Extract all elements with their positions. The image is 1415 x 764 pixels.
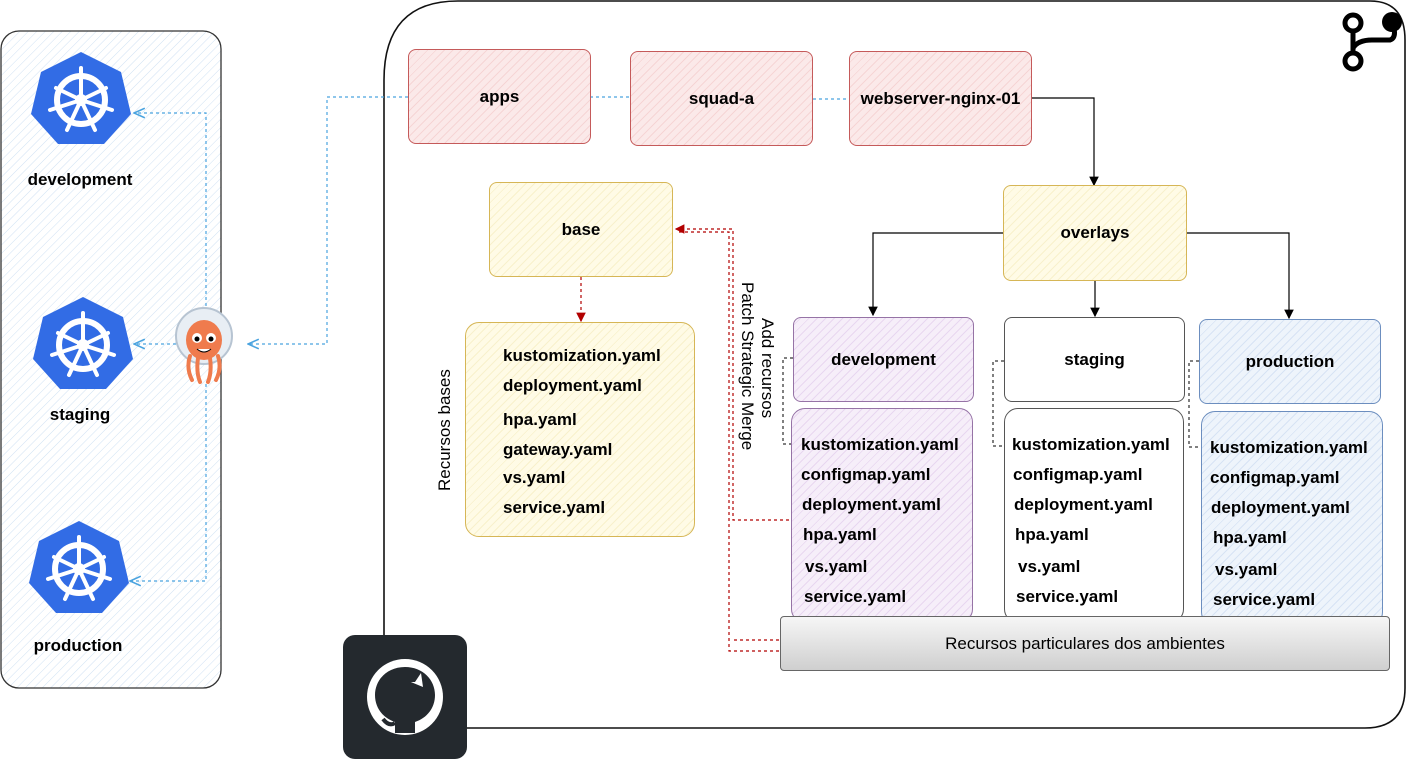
annotation-add-recursos: Add recursos: [758, 318, 777, 419]
file-item[interactable]: vs.yaml: [503, 468, 566, 487]
kubernetes-icon: [33, 297, 133, 389]
base-side-label: Recursos bases: [435, 369, 454, 491]
base-file-list: kustomization.yaml deployment.yaml hpa.y…: [465, 322, 695, 537]
cluster-label: production: [33, 636, 123, 655]
file-item[interactable]: hpa.yaml: [803, 525, 877, 544]
env-production[interactable]: production: [1199, 319, 1381, 404]
github-icon: [343, 635, 467, 759]
env-staging[interactable]: staging: [1004, 317, 1185, 402]
node-squad[interactable]: squad-a: [630, 51, 813, 146]
file-item[interactable]: vs.yaml: [1018, 557, 1081, 576]
cluster-label: development: [27, 170, 133, 189]
file-item[interactable]: deployment.yaml: [503, 376, 642, 395]
env-development[interactable]: development: [793, 317, 974, 402]
argo-octopus-icon: [172, 306, 236, 386]
env-resources-banner: Recursos particulares dos ambientes: [780, 616, 1390, 671]
file-item[interactable]: service.yaml: [1016, 587, 1119, 606]
file-item[interactable]: service.yaml: [804, 587, 907, 606]
file-item[interactable]: configmap.yaml: [801, 465, 931, 484]
kubernetes-icon: [29, 521, 129, 613]
file-item[interactable]: configmap.yaml: [1013, 465, 1143, 484]
file-item[interactable]: kustomization.yaml: [503, 346, 661, 365]
base-box[interactable]: base: [489, 182, 673, 277]
file-item[interactable]: vs.yaml: [1215, 560, 1278, 579]
file-item[interactable]: gateway.yaml: [503, 440, 613, 459]
overlays-box[interactable]: overlays: [1003, 185, 1187, 281]
file-item[interactable]: vs.yaml: [805, 557, 868, 576]
file-item[interactable]: kustomization.yaml: [1210, 438, 1368, 457]
file-item[interactable]: deployment.yaml: [1211, 498, 1350, 517]
cluster-staging[interactable]: [30, 295, 136, 391]
file-item[interactable]: deployment.yaml: [802, 495, 941, 514]
cluster-label: staging: [49, 405, 111, 424]
file-item[interactable]: service.yaml: [503, 498, 606, 517]
env-development-files: kustomization.yaml configmap.yaml deploy…: [791, 408, 973, 623]
file-item[interactable]: hpa.yaml: [1213, 528, 1287, 547]
node-apps[interactable]: apps: [408, 49, 591, 144]
file-item[interactable]: kustomization.yaml: [801, 435, 959, 454]
kubernetes-icon: [31, 52, 131, 144]
node-app[interactable]: webserver-nginx-01: [849, 51, 1032, 146]
env-staging-files: kustomization.yaml configmap.yaml deploy…: [1004, 408, 1184, 623]
cluster-development[interactable]: [28, 50, 134, 146]
file-item[interactable]: service.yaml: [1213, 590, 1316, 609]
file-item[interactable]: deployment.yaml: [1014, 495, 1153, 514]
file-item[interactable]: configmap.yaml: [1210, 468, 1340, 487]
env-production-files: kustomization.yaml configmap.yaml deploy…: [1201, 411, 1383, 626]
annotation-patch: Patch Strategic Merge: [738, 282, 757, 451]
file-item[interactable]: hpa.yaml: [1015, 525, 1089, 544]
file-item[interactable]: hpa.yaml: [503, 410, 577, 429]
git-branch-icon: [1338, 10, 1406, 74]
file-item[interactable]: kustomization.yaml: [1012, 435, 1170, 454]
cluster-production[interactable]: [26, 519, 132, 615]
